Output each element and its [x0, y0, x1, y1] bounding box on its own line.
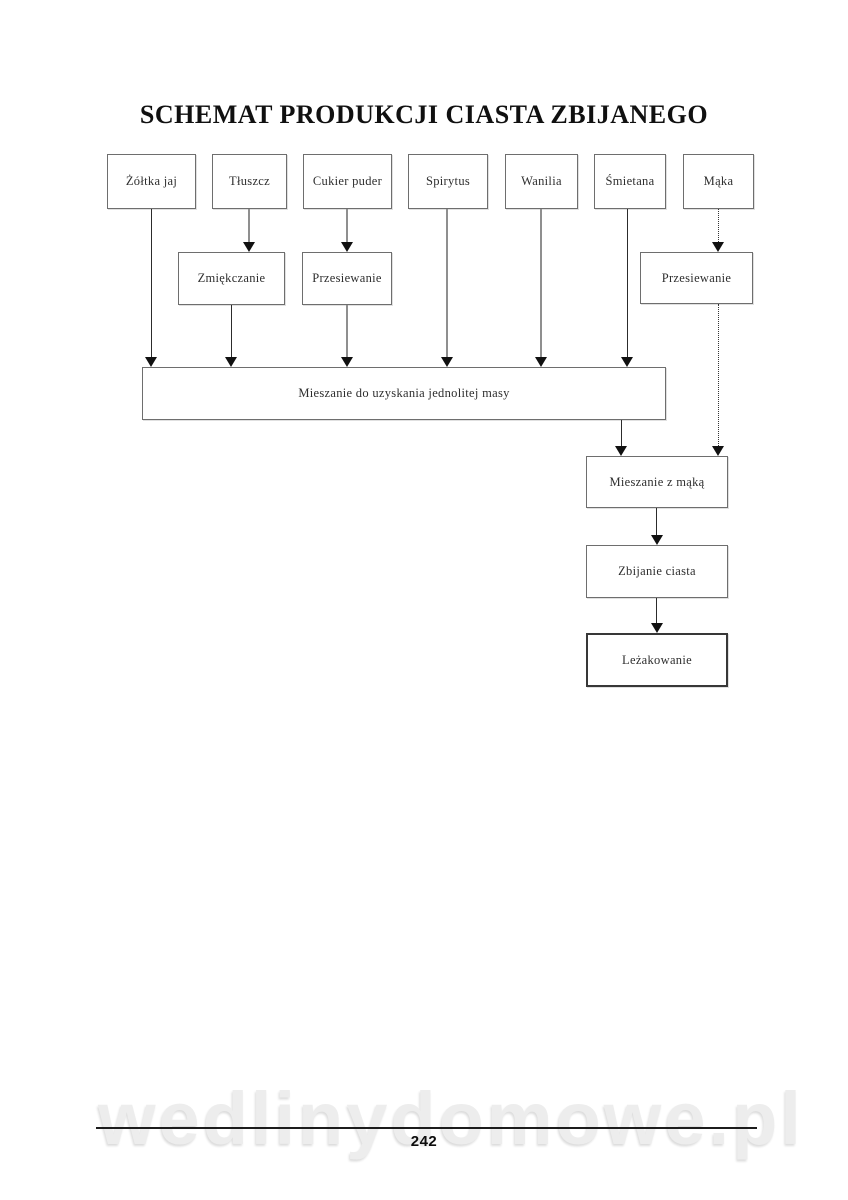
edge-tluszcz-to-zmiekczanie-line — [248, 209, 250, 242]
node-label: Śmietana — [605, 174, 655, 188]
node-label: Mąka — [703, 174, 734, 188]
edge-mieszanie-to-mieszanie-z-maka-arrowhead — [615, 446, 627, 456]
footer-divider — [96, 1127, 757, 1129]
node-zbijanie-ciasta: Zbijanie ciasta — [586, 545, 728, 598]
node-maka: Mąka — [683, 154, 754, 209]
node-zmiekczanie: Zmiękczanie — [178, 252, 285, 305]
node-label: Przesiewanie — [312, 271, 382, 285]
edge-wanilia-to-mieszanie-line — [540, 209, 542, 357]
edge-smietana-to-mieszanie-arrowhead — [621, 357, 633, 367]
edge-wanilia-to-mieszanie-arrowhead — [535, 357, 547, 367]
watermark-text: wedlinydomowe.pl — [98, 1077, 804, 1160]
edge-spirytus-to-mieszanie-line — [446, 209, 448, 357]
edge-mieszanie-z-maka-to-zbijanie-arrowhead — [651, 535, 663, 545]
edge-zbijanie-to-lezakowanie-arrowhead — [651, 623, 663, 633]
node-wanilia: Wanilia — [505, 154, 578, 209]
edge-mieszanie-to-mieszanie-z-maka-line — [621, 420, 622, 446]
node-przesiewanie-cukier: Przesiewanie — [302, 252, 392, 305]
edge-przesiewanie-maka-to-mieszanie-z-maka-line — [718, 304, 719, 446]
node-mieszanie: Mieszanie do uzyskania jednolitej masy — [142, 367, 666, 420]
edge-przesiewanie-maka-to-mieszanie-z-maka-arrowhead — [712, 446, 724, 456]
edge-zmiekczanie-to-mieszanie-line — [231, 305, 232, 357]
edge-cukier-to-przesiewanie-line — [346, 209, 348, 242]
edge-cukier-to-przesiewanie-arrowhead — [341, 242, 353, 252]
node-label: Zmiękczanie — [197, 271, 266, 285]
node-label: Leżakowanie — [622, 652, 692, 667]
node-label: Spirytus — [425, 174, 471, 188]
node-label: Żółtka jaj — [125, 174, 178, 188]
node-przesiewanie-maka: Przesiewanie — [640, 252, 753, 304]
edge-spirytus-to-mieszanie-arrowhead — [441, 357, 453, 367]
node-lezakowanie: Leżakowanie — [586, 633, 728, 687]
page-number: 242 — [410, 1133, 438, 1150]
edge-przesiewanie-cukier-to-mieszanie-line — [346, 305, 348, 357]
edge-zoltka-to-mieszanie-line — [151, 209, 152, 357]
edge-maka-to-przesiewanie-arrowhead — [712, 242, 724, 252]
edge-zbijanie-to-lezakowanie-line — [656, 598, 657, 623]
node-zoltka-jaj: Żółtka jaj — [107, 154, 196, 209]
node-label: Zbijanie ciasta — [618, 564, 696, 578]
node-cukier-puder: Cukier puder — [303, 154, 392, 209]
node-label: Tłuszcz — [229, 174, 270, 188]
node-label: Cukier puder — [312, 174, 383, 188]
node-label: Mieszanie z mąką — [609, 474, 705, 489]
edge-mieszanie-z-maka-to-zbijanie-line — [656, 508, 657, 535]
page-title: SCHEMAT PRODUKCJI CIASTA ZBIJANEGO — [139, 100, 709, 129]
node-tluszcz: Tłuszcz — [212, 154, 287, 209]
node-label: Mieszanie do uzyskania jednolitej masy — [298, 386, 510, 400]
edge-zmiekczanie-to-mieszanie-arrowhead — [225, 357, 237, 367]
edge-zoltka-to-mieszanie-arrowhead — [145, 357, 157, 367]
node-label: Wanilia — [521, 174, 562, 188]
edge-smietana-to-mieszanie-line — [627, 209, 628, 357]
edge-przesiewanie-cukier-to-mieszanie-arrowhead — [341, 357, 353, 367]
edge-tluszcz-to-zmiekczanie-arrowhead — [243, 242, 255, 252]
node-smietana: Śmietana — [594, 154, 666, 209]
node-mieszanie-z-maka: Mieszanie z mąką — [586, 456, 728, 508]
node-spirytus: Spirytus — [408, 154, 488, 209]
edge-maka-to-przesiewanie-line — [718, 209, 719, 242]
node-label: Przesiewanie — [661, 270, 732, 285]
